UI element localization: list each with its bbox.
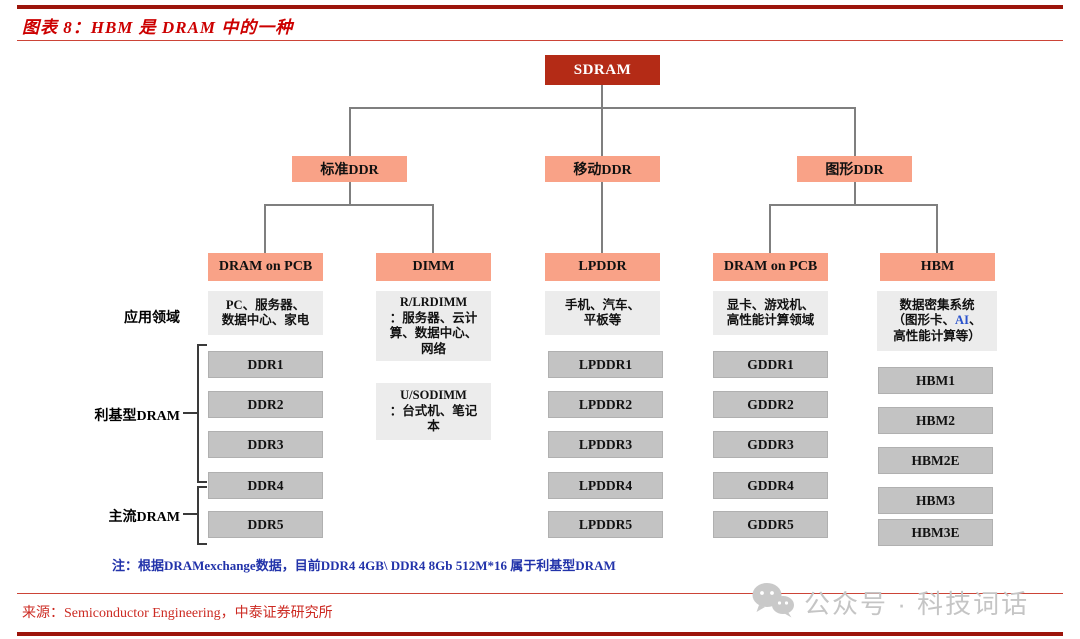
bracket-niche	[197, 344, 207, 483]
watermark-text: 公众号 · 科技词话	[804, 589, 1030, 619]
label-mainstream-dram: 主流DRAM	[108, 510, 180, 525]
bottom-rule	[17, 632, 1063, 636]
connector-line	[264, 204, 266, 253]
connector-line	[432, 204, 434, 253]
app-box-gddr: 显卡、游戏机、 高性能计算领域	[713, 291, 828, 335]
bracket-mainstream-dash	[183, 513, 197, 515]
node-dimm: DIMM	[376, 253, 491, 281]
version-box-gddr2: GDDR2	[713, 391, 828, 418]
version-box-ddr3: DDR3	[208, 431, 323, 458]
source-line: 来源：Semiconductor Engineering，中泰证券研究所	[22, 606, 333, 621]
version-box-gddr3: GDDR3	[713, 431, 828, 458]
top-rule	[17, 5, 1063, 9]
node-mobile-ddr: 移动DDR	[545, 156, 660, 182]
node-lpddr: LPDDR	[545, 253, 660, 281]
node-sdram: SDRAM	[545, 55, 660, 85]
version-box-hbm2e: HBM2E	[878, 447, 993, 474]
connector-line	[854, 182, 856, 205]
node-dram-on-pcb-std: DRAM on PCB	[208, 253, 323, 281]
connector-line	[601, 85, 603, 108]
watermark: 公众号 · 科技词话	[750, 581, 1029, 624]
version-box-lpddr4: LPDDR4	[548, 472, 663, 499]
app-box-dram-on-pcb-std: PC、服务器、 数据中心、家电	[208, 291, 323, 335]
version-box-gddr1: GDDR1	[713, 351, 828, 378]
wechat-icon	[750, 581, 796, 624]
version-box-lpddr3: LPDDR3	[548, 431, 663, 458]
app-hbm-post: 、 高性能计算等）	[893, 313, 982, 343]
node-graphics-ddr: 图形DDR	[797, 156, 912, 182]
version-box-ddr2: DDR2	[208, 391, 323, 418]
connector-line	[349, 182, 351, 206]
node-dram-on-pcb-gfx: DRAM on PCB	[713, 253, 828, 281]
version-box-hbm3e: HBM3E	[878, 519, 993, 546]
node-standard-ddr: 标准DDR	[292, 156, 407, 182]
bracket-mainstream	[197, 486, 207, 545]
connector-line	[601, 182, 603, 253]
version-box-lpddr2: LPDDR2	[548, 391, 663, 418]
version-box-gddr4: GDDR4	[713, 472, 828, 499]
connector-line	[769, 204, 771, 253]
version-box-ddr4: DDR4	[208, 472, 323, 499]
version-box-hbm2: HBM2	[878, 407, 993, 434]
app-box-usodimm: U/SODIMM ：台式机、笔记 本	[376, 383, 491, 440]
footer-rule-thin	[17, 593, 1063, 594]
connector-line	[769, 204, 938, 206]
title-rule	[17, 40, 1063, 41]
app-box-hbm-text: 数据密集系统 （图形卡、AI、 高性能计算等）	[893, 298, 982, 345]
version-box-hbm1: HBM1	[878, 367, 993, 394]
figure-title: 图表 8：HBM 是 DRAM 中的一种	[22, 18, 294, 37]
label-niche-dram: 利基型DRAM	[94, 409, 180, 424]
version-box-gddr5: GDDR5	[713, 511, 828, 538]
connector-line	[601, 107, 603, 156]
app-box-hbm: 数据密集系统 （图形卡、AI、 高性能计算等）	[877, 291, 997, 351]
version-box-lpddr5: LPDDR5	[548, 511, 663, 538]
bracket-niche-dash	[183, 412, 197, 414]
version-box-lpddr1: LPDDR1	[548, 351, 663, 378]
app-hbm-ai: AI	[955, 313, 969, 328]
version-box-ddr5: DDR5	[208, 511, 323, 538]
app-box-lpddr: 手机、汽车、 平板等	[545, 291, 660, 335]
connector-line	[936, 204, 938, 253]
connector-line	[264, 204, 434, 206]
app-hbm-pre: 数据密集系统 （图形卡、	[892, 297, 975, 328]
version-box-ddr1: DDR1	[208, 351, 323, 378]
connector-line	[349, 107, 351, 156]
label-application-domain: 应用领域	[124, 311, 180, 326]
node-hbm: HBM	[880, 253, 995, 281]
figure-note: 注：根据DRAMexchange数据，目前DDR4 4GB\ DDR4 8Gb …	[112, 558, 616, 573]
version-box-hbm3: HBM3	[878, 487, 993, 514]
connector-line	[854, 107, 856, 156]
app-box-rlrdimm: R/LRDIMM ：服务器、云计 算、数据中心、 网络	[376, 291, 491, 361]
